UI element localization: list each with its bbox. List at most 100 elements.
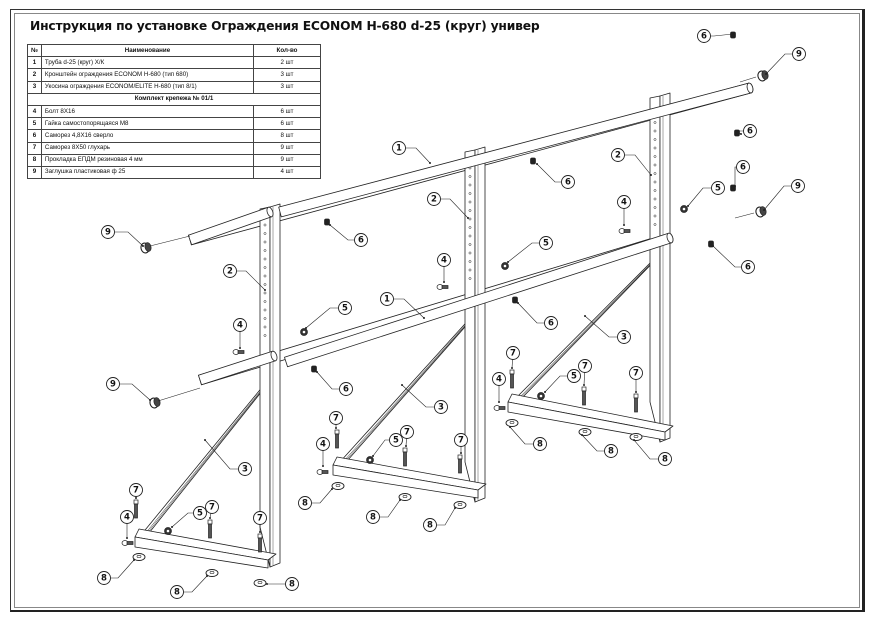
leader-arrow bbox=[740, 133, 742, 135]
cap-leader bbox=[157, 387, 201, 402]
leader-arrow bbox=[507, 261, 509, 263]
lag-screw-part-7 bbox=[257, 533, 263, 539]
post-hole bbox=[468, 200, 472, 204]
brace-inner-line bbox=[344, 311, 478, 462]
callout-circle bbox=[380, 292, 394, 306]
post-hole bbox=[468, 217, 472, 221]
post-hole bbox=[468, 226, 472, 229]
leader-arrow bbox=[763, 209, 765, 211]
washer-hole bbox=[457, 502, 463, 506]
callout-6: 6 bbox=[536, 163, 575, 189]
sheet-inner-border bbox=[14, 13, 860, 608]
bracket-post-front bbox=[659, 92, 671, 443]
callout-3: 3 bbox=[204, 439, 252, 476]
callout-label: 4 bbox=[496, 375, 502, 385]
lag-screw-part-7 bbox=[334, 429, 340, 435]
post-hole bbox=[653, 121, 657, 124]
leader-arrow bbox=[171, 526, 173, 528]
callout-4: 4 bbox=[233, 318, 247, 349]
callout-6: 6 bbox=[517, 302, 558, 330]
callout-9: 9 bbox=[106, 377, 151, 401]
callout-5: 5 bbox=[305, 301, 352, 329]
callout-circle bbox=[741, 260, 755, 274]
callout-1: 1 bbox=[380, 292, 425, 319]
leader-arrow bbox=[583, 384, 585, 386]
post-hole bbox=[468, 268, 472, 272]
post-hole bbox=[263, 257, 267, 261]
callout-circle bbox=[298, 496, 312, 510]
upper-rail-front-part-1 bbox=[278, 82, 752, 218]
callout-8: 8 bbox=[581, 434, 618, 458]
washer-hole bbox=[209, 570, 215, 574]
parts-table: № Наименование Кол-во 1 Труба d-25 (круг… bbox=[27, 43, 321, 180]
callout-6: 6 bbox=[734, 124, 757, 138]
leader-arrow bbox=[239, 347, 241, 349]
callout-6: 6 bbox=[697, 29, 734, 43]
leader-arrow bbox=[204, 439, 206, 441]
callout-label: 5 bbox=[543, 239, 549, 249]
leader-arrow bbox=[429, 162, 431, 164]
callout-7: 7 bbox=[205, 500, 219, 519]
callout-circle bbox=[611, 148, 625, 162]
callout-8: 8 bbox=[298, 488, 333, 510]
callout-circle bbox=[354, 233, 368, 247]
cap-leader bbox=[739, 76, 757, 83]
leader-arrow bbox=[517, 302, 519, 304]
post-hole bbox=[468, 183, 472, 187]
callout-circle bbox=[339, 382, 353, 396]
callout-5: 5 bbox=[372, 433, 403, 457]
post-hole bbox=[468, 209, 472, 212]
callout-label: 8 bbox=[427, 521, 433, 531]
callout-circle bbox=[205, 500, 219, 514]
lag-shank bbox=[458, 458, 462, 474]
table-row: 3 Укосина ограждения ECONOM/ELITE H-680 … bbox=[27, 80, 321, 94]
callout-circle bbox=[233, 318, 247, 332]
callout-circle bbox=[629, 366, 643, 380]
leader-arrow bbox=[206, 575, 208, 577]
leader-arrow bbox=[498, 401, 500, 403]
callout-circle bbox=[366, 510, 380, 524]
post-hole bbox=[263, 300, 267, 303]
fasteners bbox=[121, 31, 769, 587]
bracket-foot-front bbox=[332, 464, 479, 499]
table-row: 9 Заглушка пластиковая ф 25 4 шт bbox=[27, 165, 321, 180]
callout-circle bbox=[697, 29, 711, 43]
callout-circle bbox=[604, 444, 618, 458]
callout-label: 6 bbox=[343, 385, 349, 395]
callout-9: 9 bbox=[763, 179, 805, 211]
sheet-outer-border bbox=[10, 9, 865, 612]
callout-circle bbox=[253, 511, 267, 525]
callout-label: 7 bbox=[458, 436, 464, 446]
callout-circle bbox=[170, 585, 184, 599]
callout-label: 8 bbox=[608, 447, 614, 457]
leader-arrow bbox=[372, 455, 374, 457]
end-cap-body bbox=[144, 242, 152, 252]
post-hole bbox=[653, 172, 657, 175]
post-hole bbox=[653, 146, 657, 150]
nut-hole bbox=[368, 458, 372, 462]
callout-label: 8 bbox=[537, 440, 543, 450]
callout-7: 7 bbox=[629, 366, 643, 393]
callout-label: 6 bbox=[740, 163, 746, 173]
end-cap-body bbox=[153, 397, 161, 407]
leader-arrow bbox=[467, 217, 469, 219]
callout-7: 7 bbox=[129, 483, 143, 499]
callout-label: 7 bbox=[633, 369, 639, 379]
callout-label: 2 bbox=[227, 267, 233, 277]
callout-label: 6 bbox=[565, 178, 571, 188]
lag-screw-part-7 bbox=[402, 447, 408, 453]
leader-arrow bbox=[149, 399, 151, 401]
callout-6: 6 bbox=[734, 160, 750, 187]
callout-8: 8 bbox=[266, 577, 299, 591]
post-hole bbox=[263, 240, 267, 244]
leader-arrow bbox=[209, 517, 211, 519]
callout-circle bbox=[578, 359, 592, 373]
callout-8: 8 bbox=[509, 426, 547, 451]
bolt-shank bbox=[623, 229, 631, 233]
callout-label: 7 bbox=[133, 486, 139, 496]
callout-label: 6 bbox=[745, 263, 751, 273]
post-hole bbox=[653, 163, 657, 167]
callout-circle bbox=[338, 301, 352, 315]
callout-label: 5 bbox=[342, 304, 348, 314]
leader-arrow bbox=[423, 317, 425, 319]
